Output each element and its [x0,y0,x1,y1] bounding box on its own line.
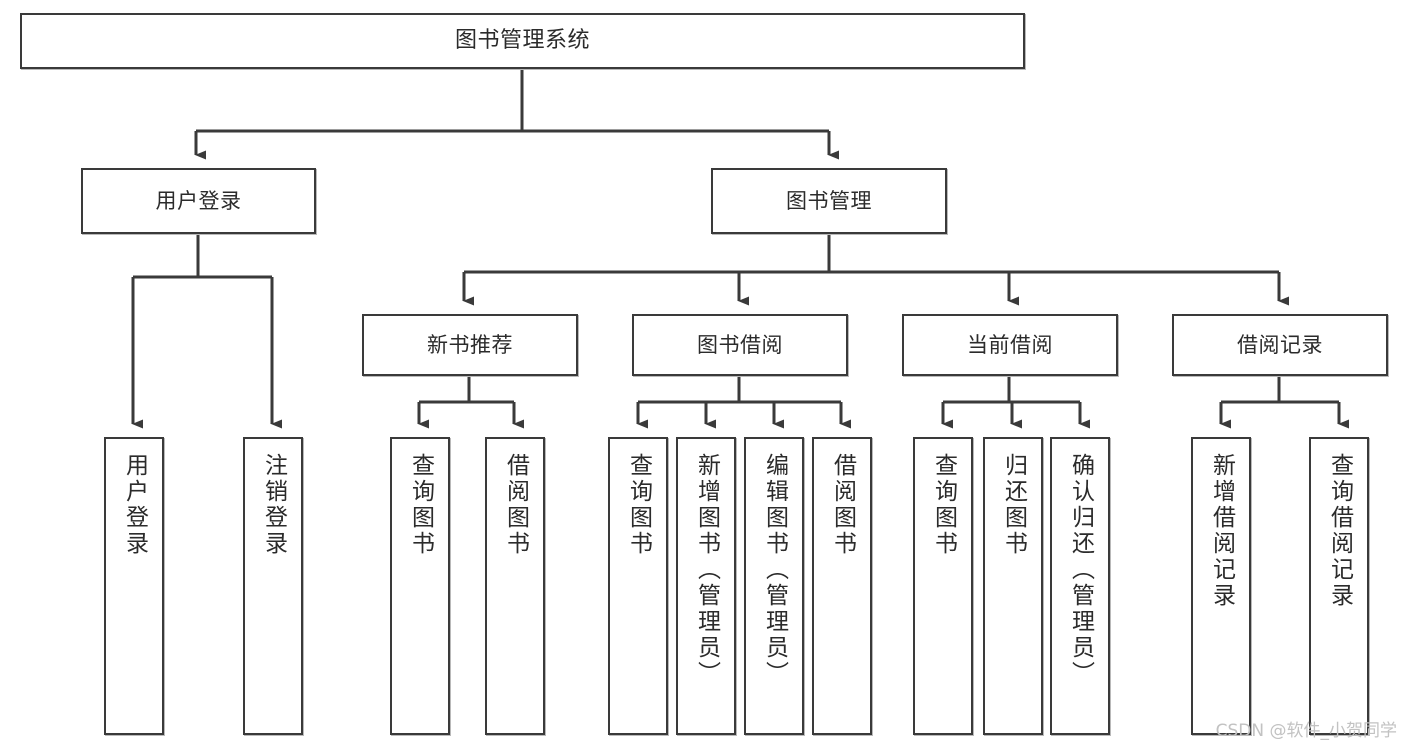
node-borrow-record[interactable]: 借阅记录 [1172,314,1388,376]
node-book-borrow[interactable]: 图书借阅 [632,314,848,376]
node-label: 借阅图书 [829,453,856,557]
node-label: 新增借阅记录 [1208,453,1235,609]
node-leaf-query-borrow-record[interactable]: 查询借阅记录 [1309,437,1369,735]
node-label: 借阅图书 [502,453,529,557]
node-label: 借阅记录 [1237,332,1323,357]
node-leaf-query-book-newbook[interactable]: 查询图书 [390,437,450,735]
node-label: 新书推荐 [427,332,513,357]
node-leaf-add-borrow-record[interactable]: 新增借阅记录 [1191,437,1251,735]
node-label: 用户登录 [155,188,242,213]
node-leaf-confirm-return-admin[interactable]: 确认归还（管理员） [1050,437,1110,735]
node-leaf-user-login[interactable]: 用户登录 [104,437,164,735]
node-label: 编辑图书（管理员） [761,453,788,687]
node-label: 查询借阅记录 [1326,453,1353,609]
node-label: 注销登录 [260,453,287,557]
node-label: 归还图书 [1000,453,1027,557]
node-leaf-add-book-admin[interactable]: 新增图书（管理员） [676,437,736,735]
node-label: 当前借阅 [967,332,1053,357]
csdn-watermark: CSDN @软件_小贺同学 [1215,721,1397,741]
node-book-manage[interactable]: 图书管理 [711,168,947,234]
node-leaf-logout[interactable]: 注销登录 [243,437,303,735]
node-label: 查询图书 [625,453,652,557]
node-leaf-borrow-book-newbook[interactable]: 借阅图书 [485,437,545,735]
node-label: 图书借阅 [697,332,783,357]
node-root-system[interactable]: 图书管理系统 [20,13,1025,69]
node-label: 新增图书（管理员） [693,453,720,687]
node-label: 图书管理 [786,188,872,213]
node-label: 查询图书 [407,453,434,557]
node-label: 查询图书 [930,453,957,557]
node-leaf-borrow-book-borrow[interactable]: 借阅图书 [812,437,872,735]
node-new-book-recommend[interactable]: 新书推荐 [362,314,578,376]
node-user-login[interactable]: 用户登录 [81,168,316,234]
node-leaf-query-book-current[interactable]: 查询图书 [913,437,973,735]
node-leaf-query-book-borrow[interactable]: 查询图书 [608,437,668,735]
node-current-borrow[interactable]: 当前借阅 [902,314,1118,376]
node-leaf-edit-book-admin[interactable]: 编辑图书（管理员） [744,437,804,735]
node-label: 确认归还（管理员） [1067,453,1094,687]
node-leaf-return-book[interactable]: 归还图书 [983,437,1043,735]
node-label: 图书管理系统 [454,28,590,54]
node-label: 用户登录 [121,453,148,557]
